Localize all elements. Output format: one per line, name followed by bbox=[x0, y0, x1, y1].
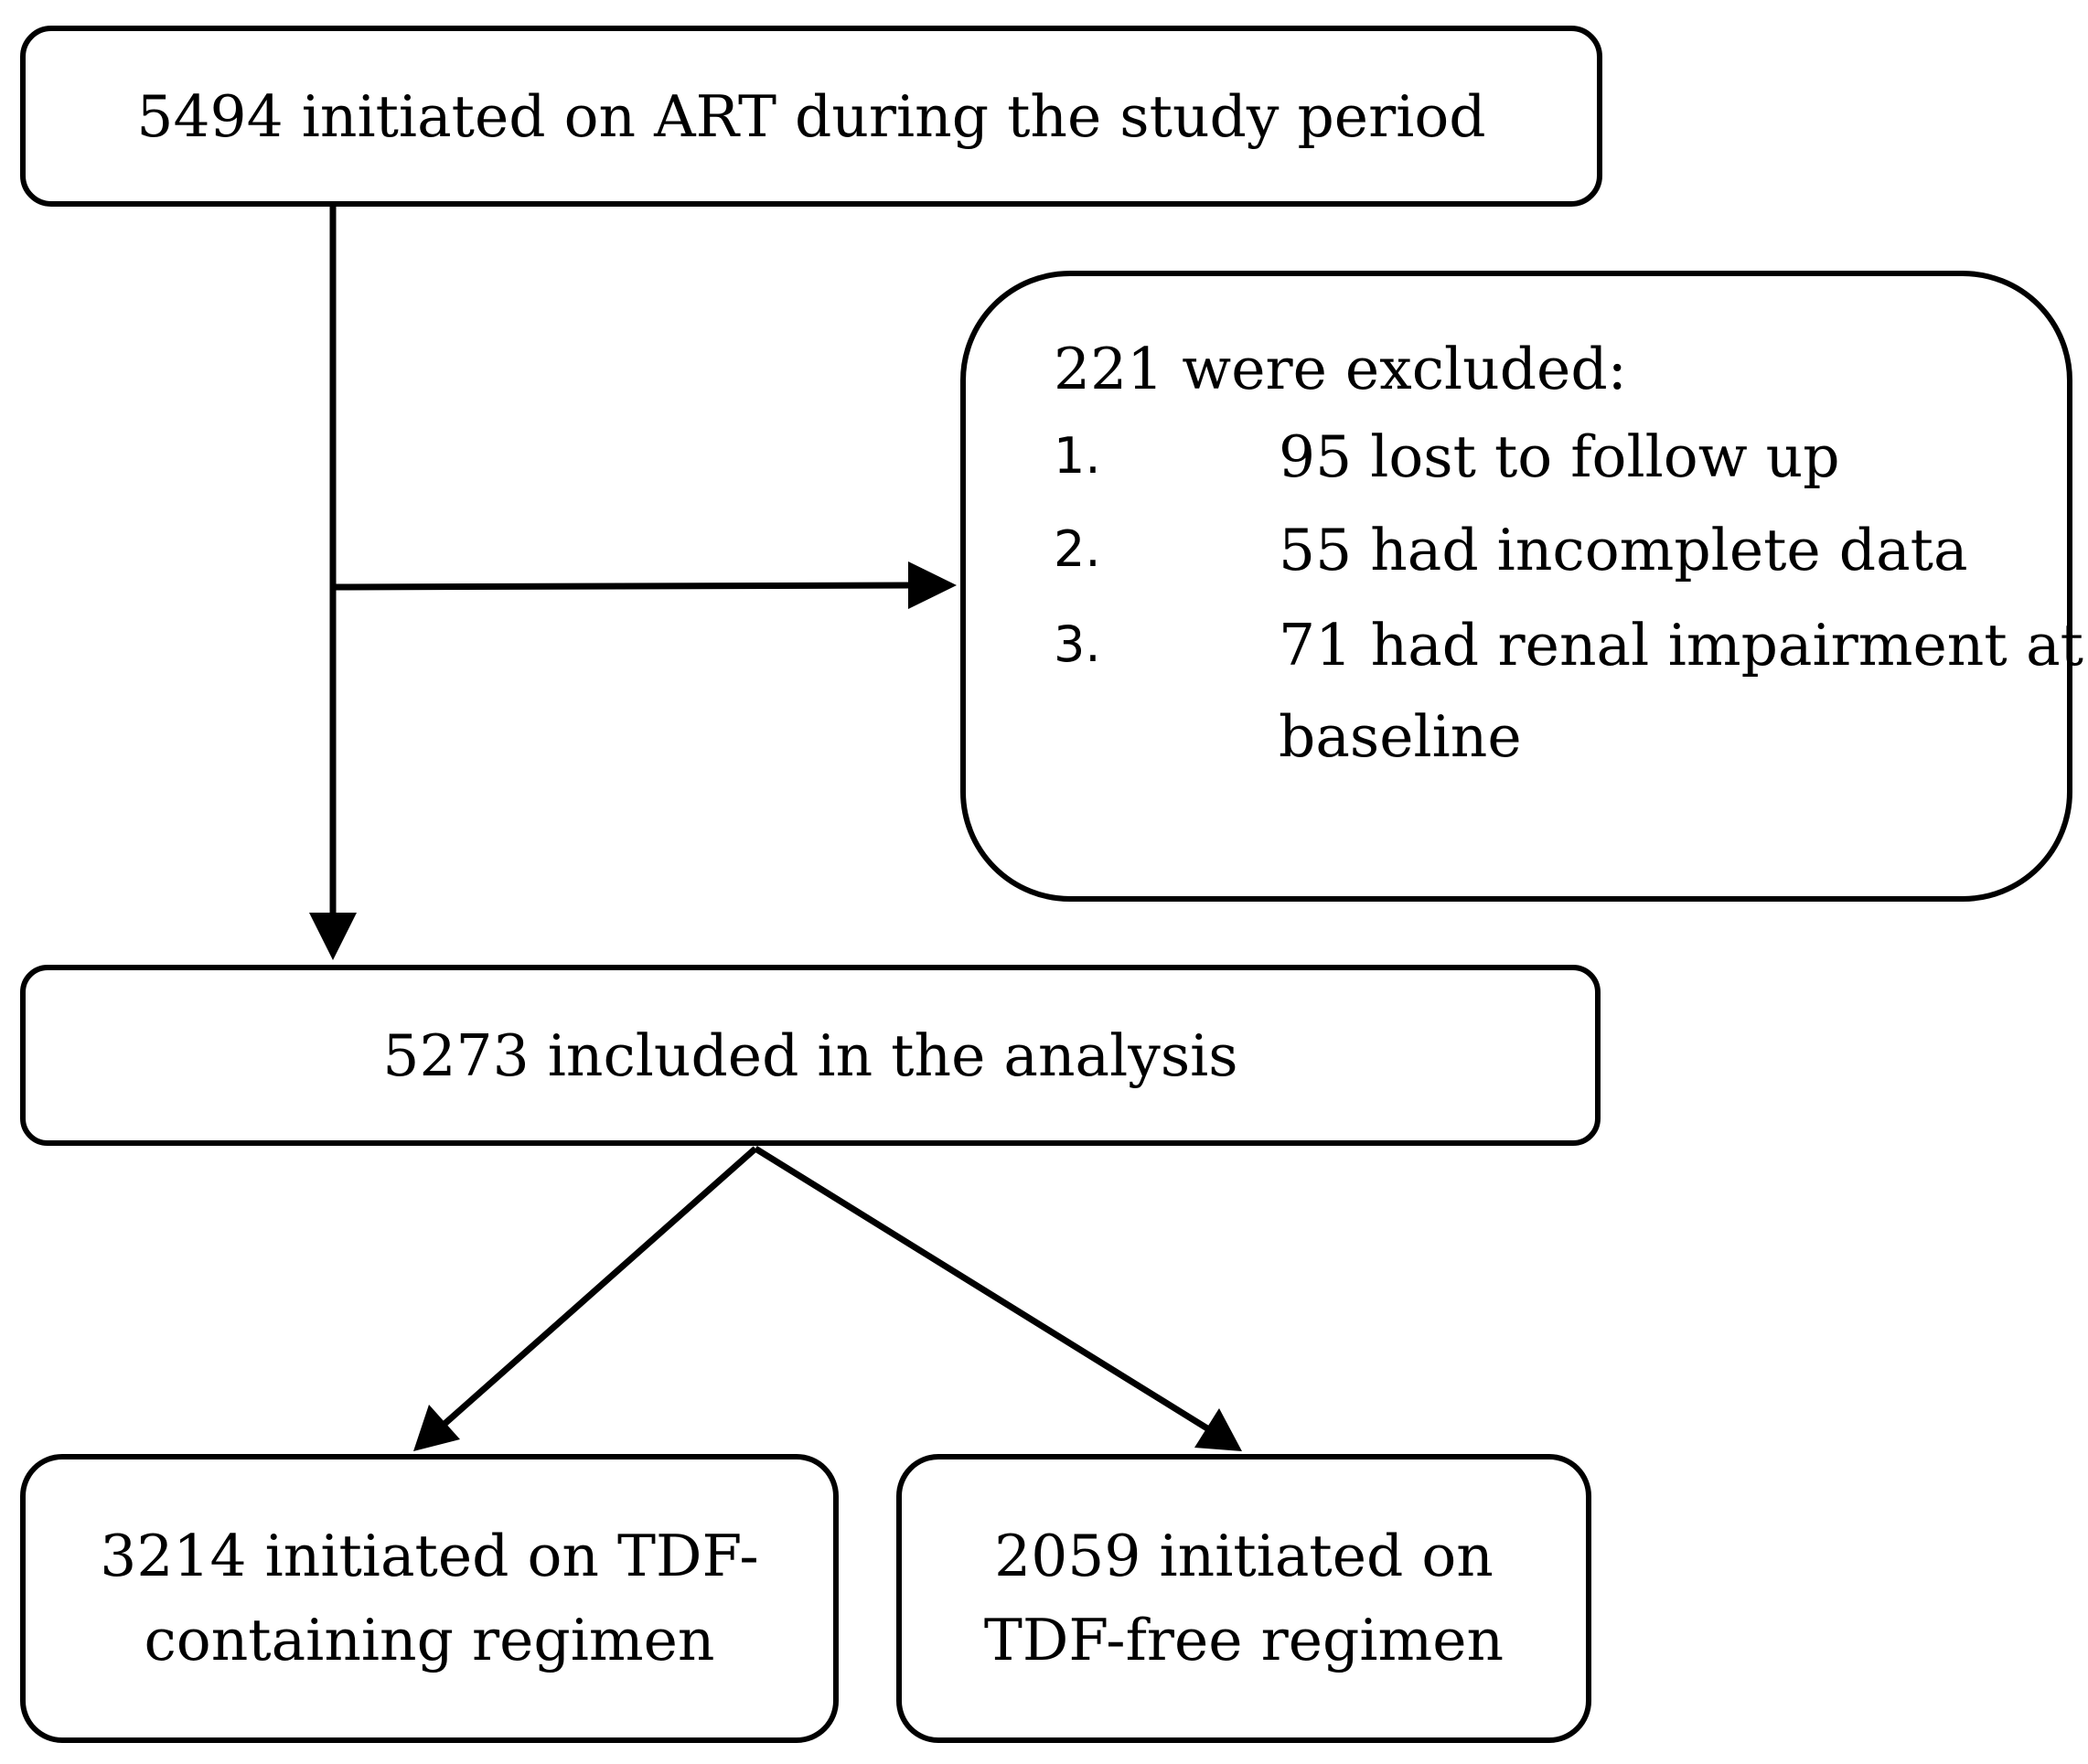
initiated-on-art-box: 5494 initiated on ART during the study p… bbox=[20, 26, 1602, 207]
included-box: 5273 included in the analysis bbox=[20, 965, 1601, 1146]
excluded-item-number: 2. bbox=[1054, 520, 1101, 578]
split-arrow-left-arrowhead bbox=[413, 1405, 460, 1451]
exclusion-branch-arrow bbox=[332, 582, 911, 591]
split-arrow-right bbox=[754, 1146, 1209, 1431]
tdf-free-line1: 2059 initiated on bbox=[994, 1523, 1494, 1589]
tdf-containing-label: 3214 initiated on TDF- containing regime… bbox=[100, 1514, 758, 1683]
excluded-item-number: 1. bbox=[1054, 427, 1101, 485]
tdf-containing-box: 3214 initiated on TDF- containing regime… bbox=[20, 1454, 839, 1743]
excluded-item-text-line1: 71 had renal impairment at bbox=[1279, 600, 2083, 691]
tdf-containing-line1: 3214 initiated on TDF- bbox=[100, 1523, 759, 1589]
word: renal bbox=[1497, 612, 1650, 679]
tdf-free-line2: TDF-free regimen bbox=[983, 1607, 1504, 1673]
word: had bbox=[1370, 612, 1480, 679]
excluded-item-text: 71 had renal impairment at baseline bbox=[1279, 600, 2083, 783]
tdf-containing-line2: containing regimen bbox=[144, 1607, 715, 1673]
exclusion-branch-arrowhead bbox=[908, 561, 957, 609]
excluded-item-number: 3. bbox=[1054, 615, 1101, 673]
word: impairment bbox=[1667, 612, 2008, 679]
initiated-on-art-label: 5494 initiated on ART during the study p… bbox=[136, 82, 1486, 150]
split-arrow-left bbox=[441, 1146, 758, 1427]
excluded-item-text: 95 lost to follow up bbox=[1279, 423, 1840, 490]
tdf-free-box: 2059 initiated on TDF-free regimen bbox=[896, 1454, 1591, 1743]
split-arrow-right-arrowhead bbox=[1194, 1408, 1242, 1451]
main-vertical-arrowhead bbox=[309, 913, 357, 960]
included-label: 5273 included in the analysis bbox=[382, 1021, 1238, 1089]
excluded-item-text: 55 had incomplete data bbox=[1279, 517, 1968, 583]
excluded-heading: 221 were excluded: bbox=[1054, 336, 1627, 402]
excluded-item-text-line2: baseline bbox=[1279, 703, 1522, 770]
word: 71 bbox=[1279, 612, 1353, 679]
tdf-free-label: 2059 initiated on TDF-free regimen bbox=[984, 1514, 1504, 1683]
excluded-box: 221 were excluded: 1. 95 lost to follow … bbox=[960, 271, 2083, 902]
word: at bbox=[2026, 612, 2083, 679]
